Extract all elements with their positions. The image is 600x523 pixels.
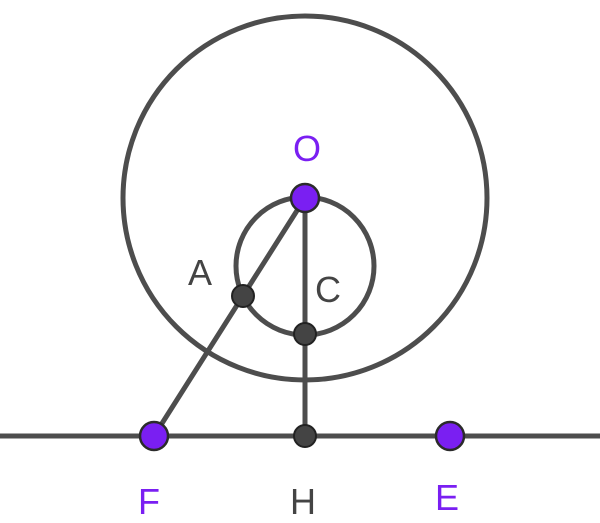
label-h: H: [290, 481, 316, 522]
label-e: E: [435, 477, 459, 518]
label-a: A: [188, 252, 212, 293]
point-o[interactable]: [289, 182, 321, 214]
point-e[interactable]: [434, 420, 466, 452]
point-c[interactable]: [293, 322, 317, 346]
label-c: C: [315, 269, 341, 310]
point-a[interactable]: [231, 284, 255, 308]
label-o: O: [293, 128, 321, 169]
point-h[interactable]: [293, 424, 317, 448]
point-f[interactable]: [138, 420, 170, 452]
label-f: F: [138, 481, 160, 522]
segment-o-f: [151, 195, 308, 439]
